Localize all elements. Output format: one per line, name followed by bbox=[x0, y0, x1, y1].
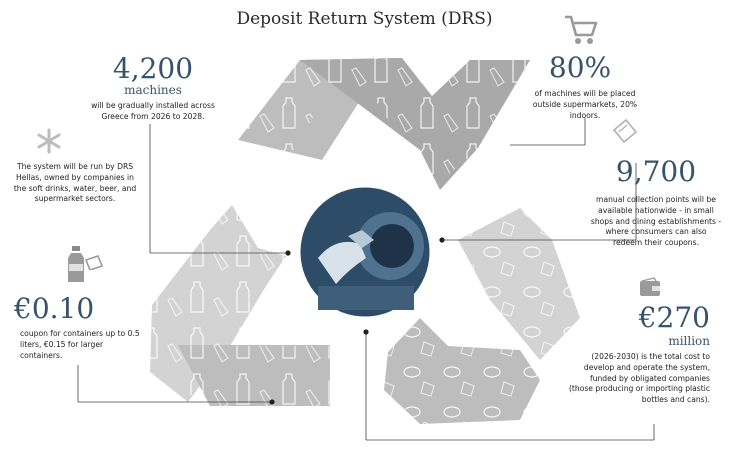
connector-lines bbox=[77, 118, 655, 441]
stat-machines: 4,200 machines bbox=[78, 52, 228, 98]
stat-coupon: €0.10 bbox=[14, 295, 154, 323]
stat-cost-value: €270 bbox=[638, 301, 710, 334]
stat-outside-text: of machines will be placed outside super… bbox=[532, 89, 638, 120]
stat-operator-text: The system will be run by DRS Hellas, ow… bbox=[13, 162, 137, 204]
bottle-icon bbox=[68, 246, 84, 282]
recycle-arrow-right bbox=[384, 208, 580, 424]
stat-collection: 9,700 bbox=[600, 158, 712, 186]
stat-machines-text: will be gradually installed across Greec… bbox=[91, 101, 215, 121]
stat-cost-text: (2026-2030) is the total cost to develop… bbox=[568, 352, 710, 405]
stat-collection-value: 9,700 bbox=[615, 155, 697, 188]
asterisk-icon bbox=[37, 128, 61, 154]
stat-outside: 80% bbox=[520, 54, 640, 82]
stat-cost-unit: million bbox=[668, 334, 710, 348]
stat-outside-value: 80% bbox=[548, 51, 612, 84]
wallet-icon bbox=[640, 277, 660, 296]
stat-collection-text: manual collection points will be availab… bbox=[590, 195, 722, 248]
stat-machines-unit: machines bbox=[124, 83, 182, 97]
page-title: Deposit Return System (DRS) bbox=[236, 9, 493, 29]
stat-coupon-value: €0.10 bbox=[14, 292, 95, 325]
recycle-arrow-top bbox=[232, 58, 530, 190]
coupon-icon bbox=[84, 255, 104, 270]
stat-machines-value: 4,200 bbox=[112, 52, 194, 85]
shopping-cart-icon bbox=[565, 15, 598, 44]
central-photo bbox=[297, 184, 433, 320]
stat-cost: €270 million bbox=[590, 301, 710, 349]
coupon-icon bbox=[612, 118, 638, 144]
stat-coupon-text: coupon for containers up to 0.5 liters, … bbox=[20, 329, 140, 360]
recycle-arrow-left bbox=[150, 205, 330, 406]
